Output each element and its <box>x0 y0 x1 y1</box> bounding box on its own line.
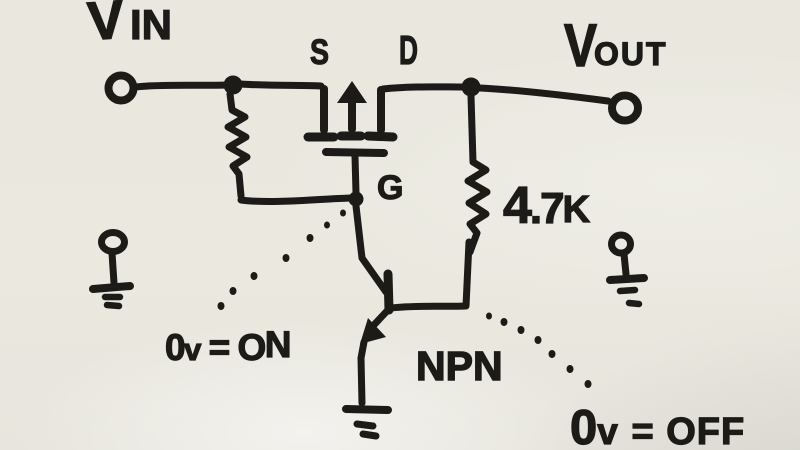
svg-text:IN: IN <box>130 1 172 48</box>
svg-text:OUT: OUT <box>594 36 668 72</box>
svg-text:D: D <box>399 27 418 73</box>
svg-text:G: G <box>377 169 403 207</box>
svg-text:0v = ON: 0v = ON <box>165 324 290 368</box>
svg-text:V: V <box>86 0 126 52</box>
svg-text:0v = OFF: 0v = OFF <box>570 401 745 450</box>
svg-text:S: S <box>310 33 329 72</box>
svg-text:V: V <box>564 12 597 79</box>
svg-text:NPN: NPN <box>416 343 503 389</box>
svg-text:4.7K: 4.7K <box>503 177 591 235</box>
